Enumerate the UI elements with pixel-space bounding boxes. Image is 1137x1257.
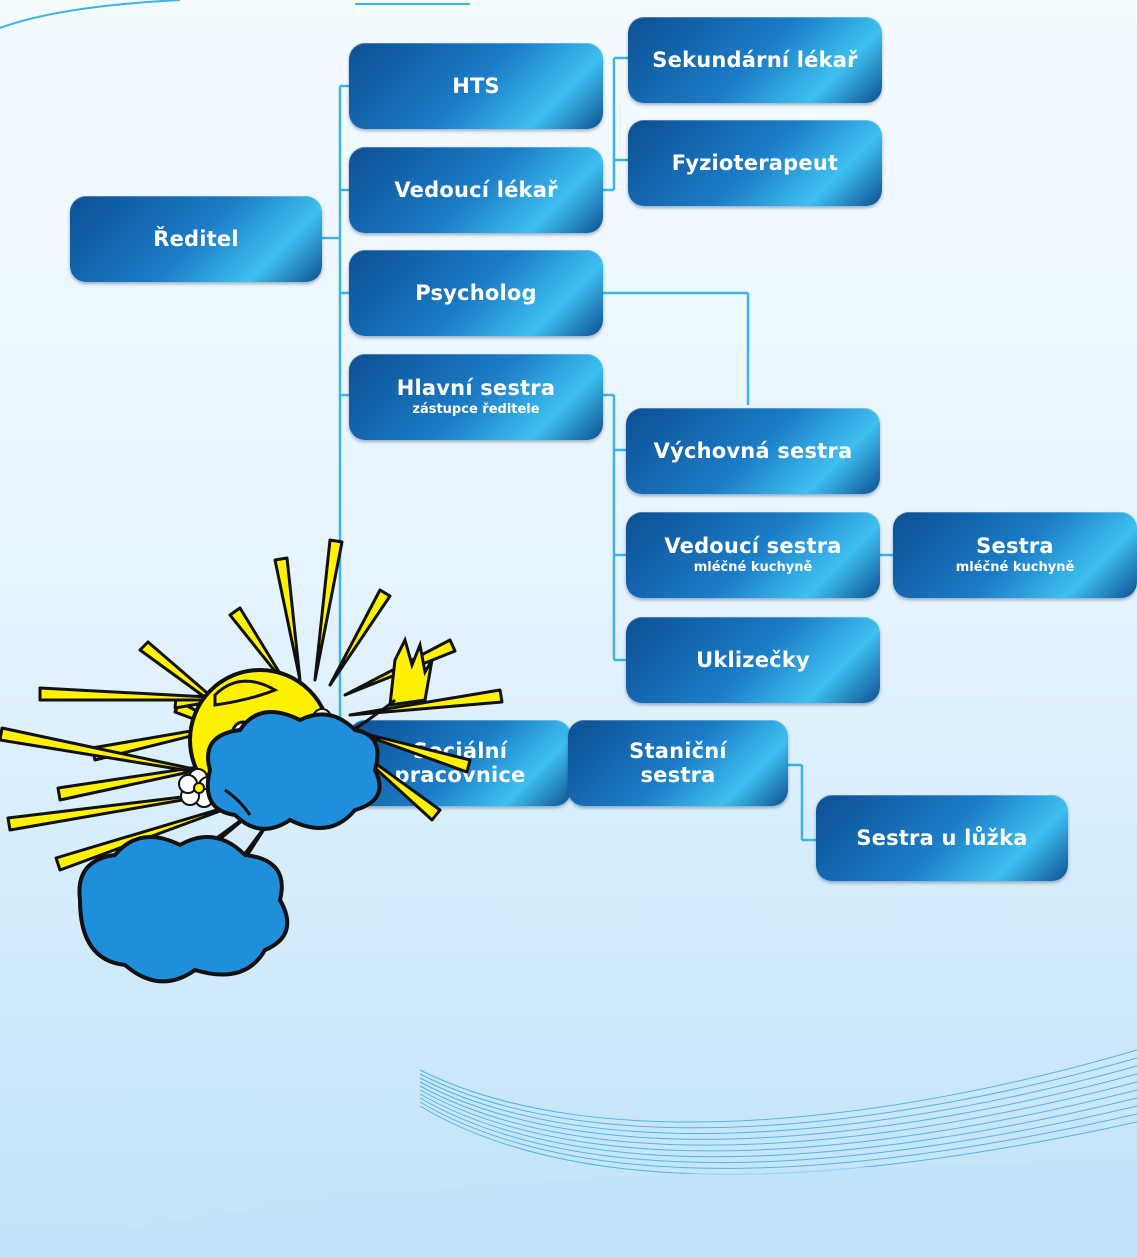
node-fyzioterapeut: Fyzioterapeut: [628, 120, 882, 206]
node-hlavni-sestra: Hlavní sestra zástupce ředitele: [349, 354, 603, 440]
node-title: Vedoucí lékař: [394, 177, 558, 202]
node-title: Fyzioterapeut: [671, 150, 839, 175]
node-title: Uklizečky: [696, 647, 810, 672]
node-title: Vedoucí sestra: [664, 533, 842, 558]
node-title: Psycholog: [415, 280, 537, 305]
node-vedouci-lekar: Vedoucí lékař: [349, 147, 603, 233]
node-psycholog: Psycholog: [349, 250, 603, 336]
node-uklizecky: Uklizečky: [626, 617, 880, 703]
node-sestra-mlecne-kuchyne: Sestra mléčné kuchyně: [893, 512, 1137, 598]
node-title: Ředitel: [153, 226, 239, 251]
node-subtitle: zástupce ředitele: [412, 402, 540, 418]
node-subtitle: mléčné kuchyně: [693, 560, 813, 576]
node-title: Sociální pracovnice: [394, 738, 526, 787]
node-title: Sestra: [976, 533, 1054, 558]
node-title: Hlavní sestra: [396, 375, 556, 400]
node-reditel: Ředitel: [70, 196, 322, 282]
node-hts: HTS: [349, 43, 603, 129]
node-sestra-u-luzka: Sestra u lůžka: [816, 795, 1068, 881]
node-title: Výchovná sestra: [653, 438, 853, 463]
node-sekundarni-lekar: Sekundární lékař: [628, 17, 882, 103]
node-socialni-pracovnice: Sociální pracovnice: [349, 720, 571, 806]
node-title: Sekundární lékař: [652, 47, 858, 72]
node-subtitle: mléčné kuchyně: [955, 560, 1075, 576]
node-vychovna-sestra: Výchovná sestra: [626, 408, 880, 494]
node-title: HTS: [452, 73, 500, 98]
node-title: Staniční sestra: [629, 738, 727, 787]
node-stanicni-sestra: Staniční sestra: [568, 720, 788, 806]
node-title: Sestra u lůžka: [856, 825, 1028, 850]
node-vedouci-sestra: Vedoucí sestra mléčné kuchyně: [626, 512, 880, 598]
